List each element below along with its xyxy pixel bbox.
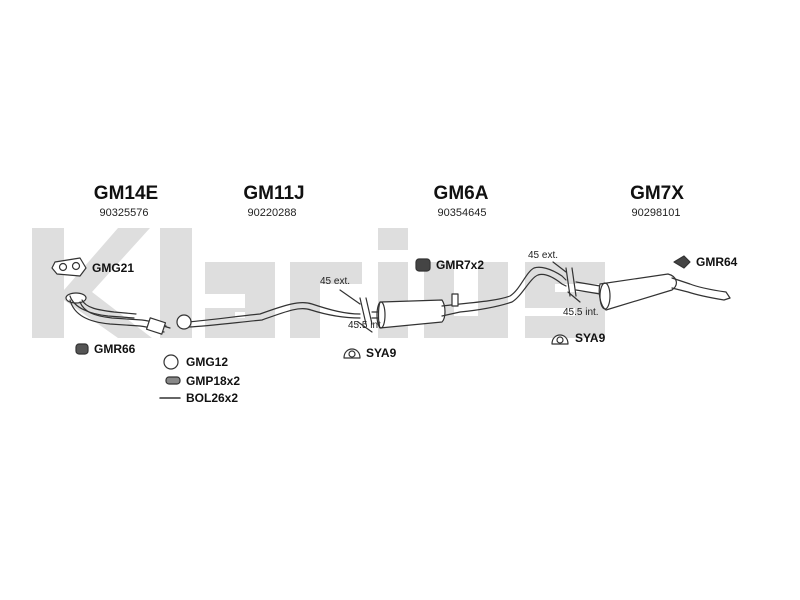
front-pipe-gm14e [65, 292, 171, 335]
intermediate-pipe-gm11j [176, 302, 361, 330]
label-gmr7-text: GMR7x2 [436, 258, 485, 272]
part-code-gm7x: GM7X [630, 183, 684, 204]
part-code-gm14e: GM14E [93, 183, 159, 204]
label-sya9-right: SYA9 [575, 331, 605, 345]
label-gmp18: GMP18x2 [186, 374, 240, 388]
label-gmg21-text: GMG21 [92, 261, 135, 275]
label-bol26-text: BOL26x2 [186, 391, 239, 405]
rubber-gmr7-icon [415, 258, 431, 272]
clamp-gmp18-icon [165, 376, 181, 385]
joint-right [552, 261, 581, 303]
centre-silencer-gm6a [371, 266, 567, 329]
dimension-right-int: 45.5 int. [563, 307, 599, 318]
label-sya9-left: SYA9 [366, 346, 396, 360]
label-gmr66: GMR66 [94, 342, 135, 356]
label-gmr66-text: GMR66 [94, 342, 136, 356]
label-gmr64-text: GMR64 [696, 255, 738, 269]
part-number-gm6a: 90354645 [437, 207, 487, 219]
label-gmr64: GMR64 [696, 255, 737, 269]
label-bol26: BOL26x2 [186, 391, 238, 405]
part-number-gm7x: 90298101 [631, 207, 681, 219]
dimension-left-int: 45.5 int. [348, 320, 384, 331]
gasket-gmg21-icon [51, 257, 87, 277]
rear-silencer-gm7x [575, 273, 731, 311]
part-number-gm11j: 90220288 [247, 207, 297, 219]
label-gmg12-text: GMG12 [186, 355, 229, 369]
hanger-sya9-right-icon [551, 334, 569, 345]
label-gmg12: GMG12 [186, 355, 228, 369]
dimension-left-ext: 45 ext. [320, 276, 351, 287]
part-code-gm6a: GM6A [433, 183, 489, 204]
label-sya9-left-text: SYA9 [366, 346, 397, 360]
part-code-gm11j: GM11J [243, 183, 305, 204]
label-gmg21: GMG21 [92, 261, 134, 275]
label-sya9-right-text: SYA9 [575, 331, 606, 345]
hanger-sya9-left-icon [343, 348, 361, 359]
rubber-gmr64-icon [673, 255, 691, 269]
rubber-gmr66-icon [75, 343, 89, 355]
dimension-right-ext: 45 ext. [528, 250, 559, 261]
joint-left [339, 289, 373, 333]
label-gmr7: GMR7x2 [436, 258, 484, 272]
ring-gmg12-icon [163, 354, 179, 370]
label-gmp18-text: GMP18x2 [186, 374, 241, 388]
part-number-gm14e: 90325576 [99, 207, 149, 219]
